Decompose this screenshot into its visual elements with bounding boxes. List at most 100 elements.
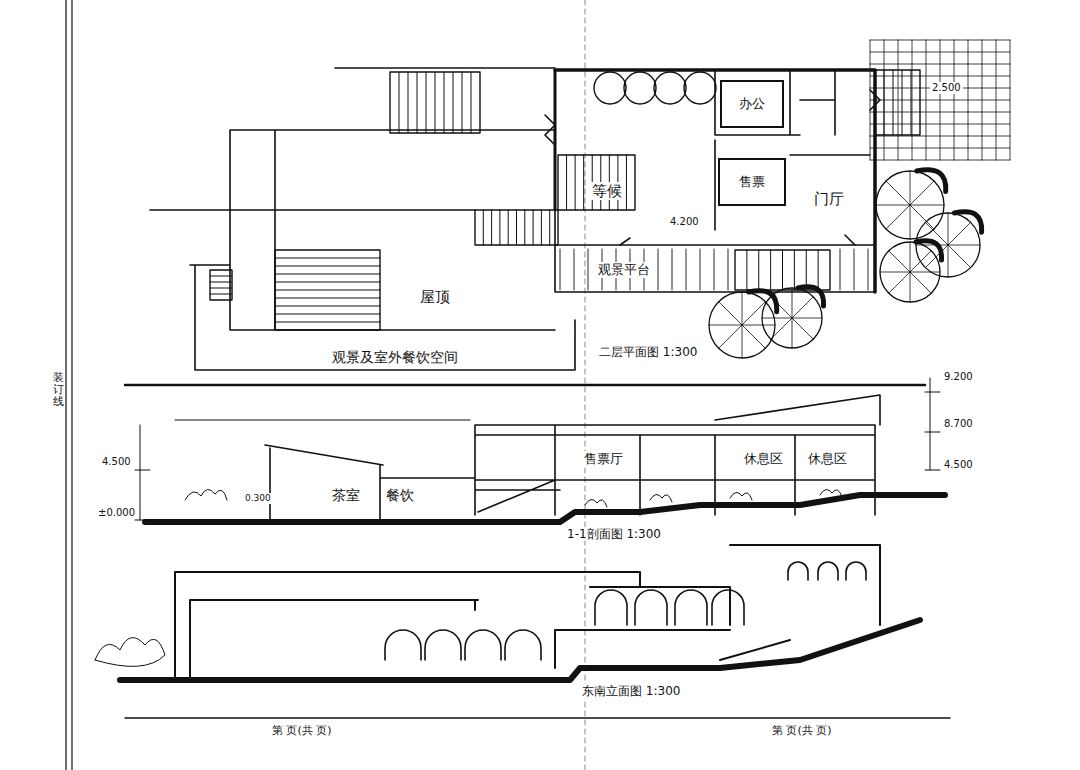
line-work xyxy=(948,245,971,268)
room-name: 售票 xyxy=(739,174,765,190)
tree-symbol xyxy=(709,292,775,358)
level-mark: 4.500 xyxy=(942,459,975,471)
page-number: 第 页(共 页) xyxy=(770,724,834,737)
arch xyxy=(675,590,707,625)
page-number: 第 页(共 页) xyxy=(270,724,334,737)
line-work xyxy=(910,272,931,293)
line-work xyxy=(533,210,534,245)
line-work xyxy=(742,325,743,358)
binding-line-note: 装订线 xyxy=(53,372,64,408)
line-work xyxy=(771,318,792,339)
line-work xyxy=(626,155,627,210)
line-work xyxy=(719,302,742,325)
line-work xyxy=(902,70,903,135)
line-work xyxy=(792,318,822,319)
line-work xyxy=(910,272,911,302)
line-work xyxy=(870,64,1010,65)
line-work xyxy=(700,249,701,290)
drawing-title: 1-1剖面图 1:300 xyxy=(565,527,663,541)
line-work xyxy=(210,276,232,277)
room-name: 门厅 xyxy=(812,190,846,208)
line-work xyxy=(782,250,783,290)
level-mark: 4.500 xyxy=(100,456,133,468)
section-1-1 xyxy=(135,378,945,522)
line-work xyxy=(870,112,1010,113)
line-work xyxy=(910,242,911,272)
line-work xyxy=(491,210,492,245)
stair-outline xyxy=(558,155,635,210)
line-work xyxy=(886,205,910,229)
line-work xyxy=(728,249,729,290)
stair-outline xyxy=(210,270,232,300)
line-work xyxy=(910,205,911,239)
line-work xyxy=(742,292,743,325)
southeast-elevation xyxy=(95,545,920,680)
line-work xyxy=(948,245,949,277)
line-work xyxy=(426,72,427,133)
line-work xyxy=(417,72,418,133)
line-work xyxy=(792,297,813,318)
line-work xyxy=(948,213,949,245)
level-mark: 8.700 xyxy=(942,418,975,430)
arch xyxy=(788,562,808,580)
line-work xyxy=(948,245,980,246)
stair-outline xyxy=(275,250,380,330)
line-work xyxy=(910,251,931,272)
room-name: 办公 xyxy=(739,96,765,112)
stair-outline xyxy=(475,210,558,245)
line-work xyxy=(672,249,673,290)
line-work xyxy=(854,249,855,290)
level-mark: 4.200 xyxy=(668,216,701,228)
room-name: 餐饮 xyxy=(384,487,416,504)
line-work xyxy=(275,282,380,283)
arch xyxy=(595,590,627,625)
line-work xyxy=(792,318,793,348)
line-work xyxy=(566,155,567,210)
line-work xyxy=(948,222,971,245)
line-work xyxy=(870,136,1010,137)
line-work xyxy=(541,210,542,245)
line-work xyxy=(746,250,747,290)
line-work xyxy=(792,318,813,339)
line-work xyxy=(560,249,561,290)
vault-circle xyxy=(684,72,716,104)
vault-circle xyxy=(624,72,656,104)
line-work xyxy=(210,288,232,289)
level-mark: 0.300 xyxy=(243,493,273,504)
tree-symbol xyxy=(916,213,980,277)
line-work xyxy=(818,250,819,290)
line-work xyxy=(771,297,792,318)
generated-linework xyxy=(210,40,1010,660)
line-work xyxy=(870,52,1010,53)
line-work xyxy=(574,249,575,290)
line-work xyxy=(870,160,1010,161)
line-work xyxy=(870,124,1010,125)
line-work xyxy=(516,210,517,245)
line-work xyxy=(889,272,910,293)
drawing-title: 二层平面图 1:300 xyxy=(597,345,699,359)
line-work xyxy=(275,274,380,275)
line-work xyxy=(792,288,793,318)
line-work xyxy=(210,294,232,295)
line-work xyxy=(762,318,792,319)
line-work xyxy=(806,250,807,290)
line-work xyxy=(893,70,894,135)
arch xyxy=(635,590,667,625)
arch xyxy=(425,630,461,660)
room-name: 屋顶 xyxy=(418,288,452,306)
line-work xyxy=(758,250,759,290)
line-work xyxy=(910,272,940,273)
line-work xyxy=(889,251,910,272)
line-work xyxy=(714,249,715,290)
line-work xyxy=(275,258,380,259)
tree-shadow xyxy=(954,212,981,232)
vault-circle xyxy=(594,72,626,104)
line-work xyxy=(275,266,380,267)
tree-shadow xyxy=(798,287,824,306)
tree-shadow xyxy=(916,241,942,260)
line-work xyxy=(794,250,795,290)
stair-outline xyxy=(875,70,920,135)
line-work xyxy=(588,249,589,290)
level-mark: ±0.000 xyxy=(96,507,137,519)
line-work xyxy=(886,181,910,205)
